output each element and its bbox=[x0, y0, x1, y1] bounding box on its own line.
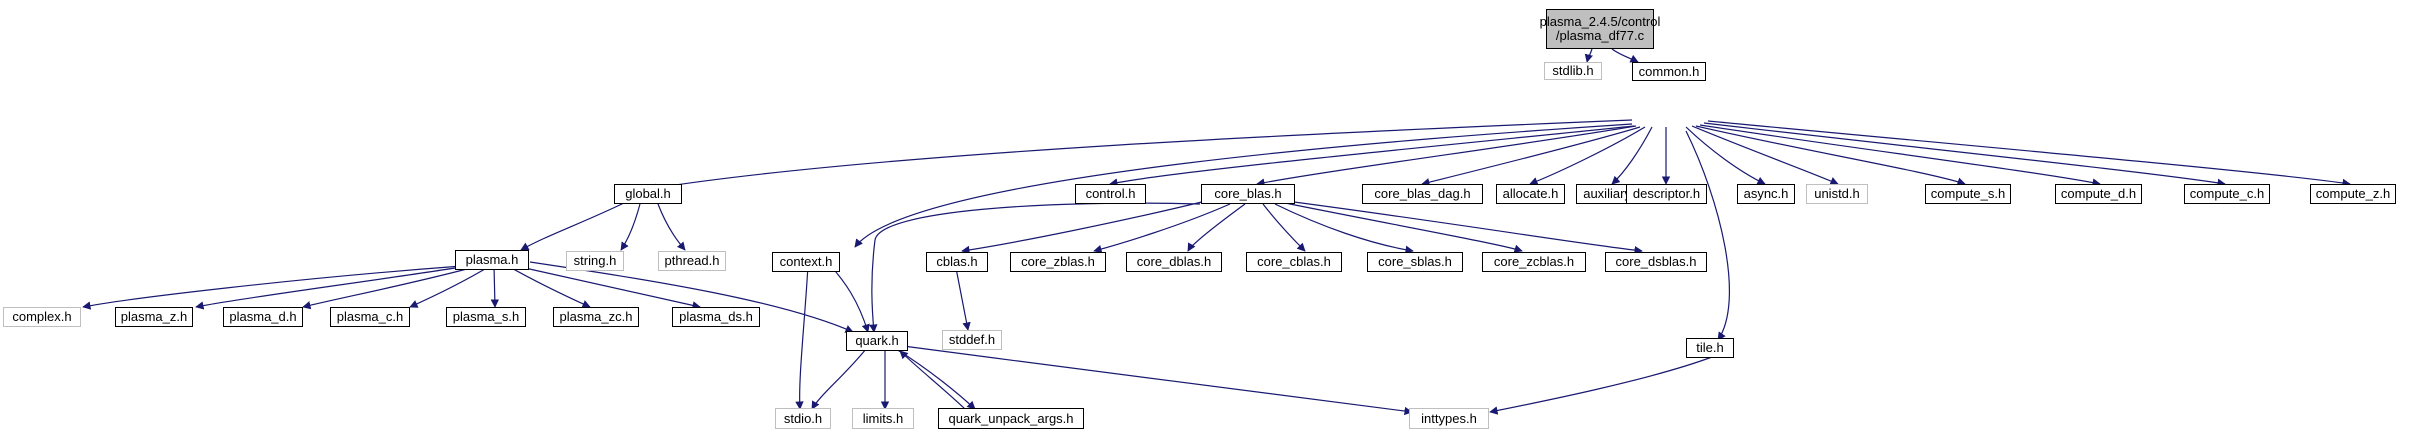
edge-plasma-plasmaz bbox=[195, 265, 469, 310]
node-compute-z-h[interactable]: compute_z.h bbox=[2310, 184, 2396, 204]
edge-plasma-plasmazc bbox=[507, 265, 591, 308]
edge-plasma-plasmad bbox=[302, 265, 479, 310]
edge-plasma-plasmas bbox=[490, 265, 500, 308]
edge-root-stdlib bbox=[1584, 48, 1593, 63]
node-limits-h: limits.h bbox=[852, 408, 914, 429]
node-core-sblas-h[interactable]: core_sblas.h bbox=[1367, 252, 1463, 272]
node-pthread-h: pthread.h bbox=[658, 251, 726, 271]
node-plasma-ds-h[interactable]: plasma_ds.h bbox=[672, 307, 760, 327]
node-context-h[interactable]: context.h bbox=[772, 252, 840, 272]
node-compute-d-h[interactable]: compute_d.h bbox=[2055, 184, 2142, 204]
node-core-cblas-h[interactable]: core_cblas.h bbox=[1246, 252, 1342, 272]
node-complex-h: complex.h bbox=[3, 307, 81, 327]
edge-coreblas-coredblas bbox=[1187, 203, 1246, 252]
edge-common-global bbox=[648, 119, 1633, 192]
edge-context-quark bbox=[829, 264, 870, 333]
edge-plasma-plasmads bbox=[515, 265, 701, 310]
node-descriptor-h-box[interactable]: descriptor.h bbox=[1626, 184, 1707, 204]
edge-common-computec bbox=[1703, 122, 2226, 187]
node-core-dblas-h[interactable]: core_dblas.h bbox=[1126, 252, 1222, 272]
node-plasma-df77-c[interactable]: plasma_2.4.5/control /plasma_df77.c bbox=[1540, 9, 1660, 49]
edge-common-context bbox=[854, 123, 1633, 248]
node-plasma-c-h[interactable]: plasma_c.h bbox=[330, 307, 410, 327]
edge-quark-stdio bbox=[811, 348, 867, 410]
edge-common-computed bbox=[1699, 124, 2101, 187]
node-stdlib-h: stdlib.h bbox=[1544, 62, 1602, 80]
node-plasma-d-h[interactable]: plasma_d.h bbox=[223, 307, 303, 327]
node-global-h[interactable]: global.h bbox=[614, 184, 682, 204]
node-tile-h[interactable]: tile.h bbox=[1686, 338, 1734, 358]
node-string-h: string.h bbox=[566, 251, 624, 271]
node-core-zcblas-h[interactable]: core_zcblas.h bbox=[1482, 252, 1586, 272]
edge-coreblas-cblas bbox=[961, 199, 1211, 255]
node-allocate-h[interactable]: allocate.h bbox=[1496, 184, 1565, 204]
edge-cblas-stddef bbox=[955, 267, 971, 331]
edge-common-auxiliary bbox=[1611, 126, 1653, 185]
node-plasma-zc-h[interactable]: plasma_zc.h bbox=[553, 307, 639, 327]
node-common-h[interactable]: common.h bbox=[1632, 62, 1706, 81]
node-compute-s-h[interactable]: compute_s.h bbox=[1925, 184, 2011, 204]
edge-common-computez bbox=[1707, 120, 2351, 188]
edge-coreblas-corezcblas bbox=[1284, 202, 1523, 253]
edge-context-stdio bbox=[795, 264, 809, 410]
edge-common-coreblasdag bbox=[1421, 126, 1641, 187]
edge-global-string bbox=[620, 203, 641, 251]
node-stdio-h: stdio.h bbox=[775, 408, 831, 429]
edge-global-plasma bbox=[520, 200, 629, 251]
node-core-zblas-h[interactable]: core_zblas.h bbox=[1010, 252, 1106, 272]
node-plasma-z-h[interactable]: plasma_z.h bbox=[115, 307, 193, 327]
edge-unpack-quark bbox=[899, 350, 966, 410]
edge-coreblas-coredsblas bbox=[1293, 201, 1643, 255]
node-unistd-h: unistd.h bbox=[1806, 184, 1868, 204]
node-inttypes-h: inttypes.h bbox=[1409, 408, 1489, 429]
edge-tile-inttypes bbox=[1489, 356, 1713, 415]
node-compute-c-h[interactable]: compute_c.h bbox=[2184, 184, 2270, 204]
edge-common-unistd bbox=[1691, 125, 1839, 185]
edge-coreblas-corecblas bbox=[1262, 203, 1306, 252]
edge-root-common bbox=[1611, 48, 1639, 63]
edge-plasma-plasmac bbox=[409, 265, 491, 308]
node-quark-unpack-args-h[interactable]: quark_unpack_args.h bbox=[938, 408, 1084, 429]
edge-common-tile bbox=[1685, 130, 1730, 341]
edge-common-async bbox=[1685, 126, 1766, 185]
node-stddef-h: stddef.h bbox=[942, 330, 1002, 350]
node-core-blas-dag-h-box[interactable]: core_blas_dag.h bbox=[1362, 184, 1483, 204]
node-plasma-h[interactable]: plasma.h bbox=[455, 250, 529, 270]
edge-coreblas-corezblas bbox=[1093, 203, 1231, 254]
edge-common-computes bbox=[1695, 125, 1966, 186]
edge-common-allocate bbox=[1529, 126, 1646, 186]
edge-coreblas-coresblas bbox=[1274, 203, 1414, 254]
edge-common-control bbox=[1109, 125, 1635, 187]
node-plasma-s-h[interactable]: plasma_s.h bbox=[446, 307, 526, 327]
edge-global-pthread bbox=[657, 203, 686, 251]
node-control-h[interactable]: control.h bbox=[1075, 184, 1146, 204]
node-async-h[interactable]: async.h bbox=[1737, 184, 1795, 204]
edge-quark-inttypes bbox=[902, 345, 1413, 416]
root-line2: /plasma_df77.c bbox=[1555, 28, 1645, 43]
node-quark-h[interactable]: quark.h bbox=[846, 331, 908, 351]
node-cblas-h[interactable]: cblas.h bbox=[926, 252, 988, 272]
edge-common-coreblas bbox=[1256, 125, 1637, 187]
root-line1: plasma_2.4.5/control bbox=[1539, 14, 1661, 30]
node-core-blas-h[interactable]: core_blas.h bbox=[1201, 184, 1295, 204]
node-core-dsblas-h[interactable]: core_dsblas.h bbox=[1605, 252, 1707, 272]
edge-plasma-complex bbox=[82, 265, 463, 310]
